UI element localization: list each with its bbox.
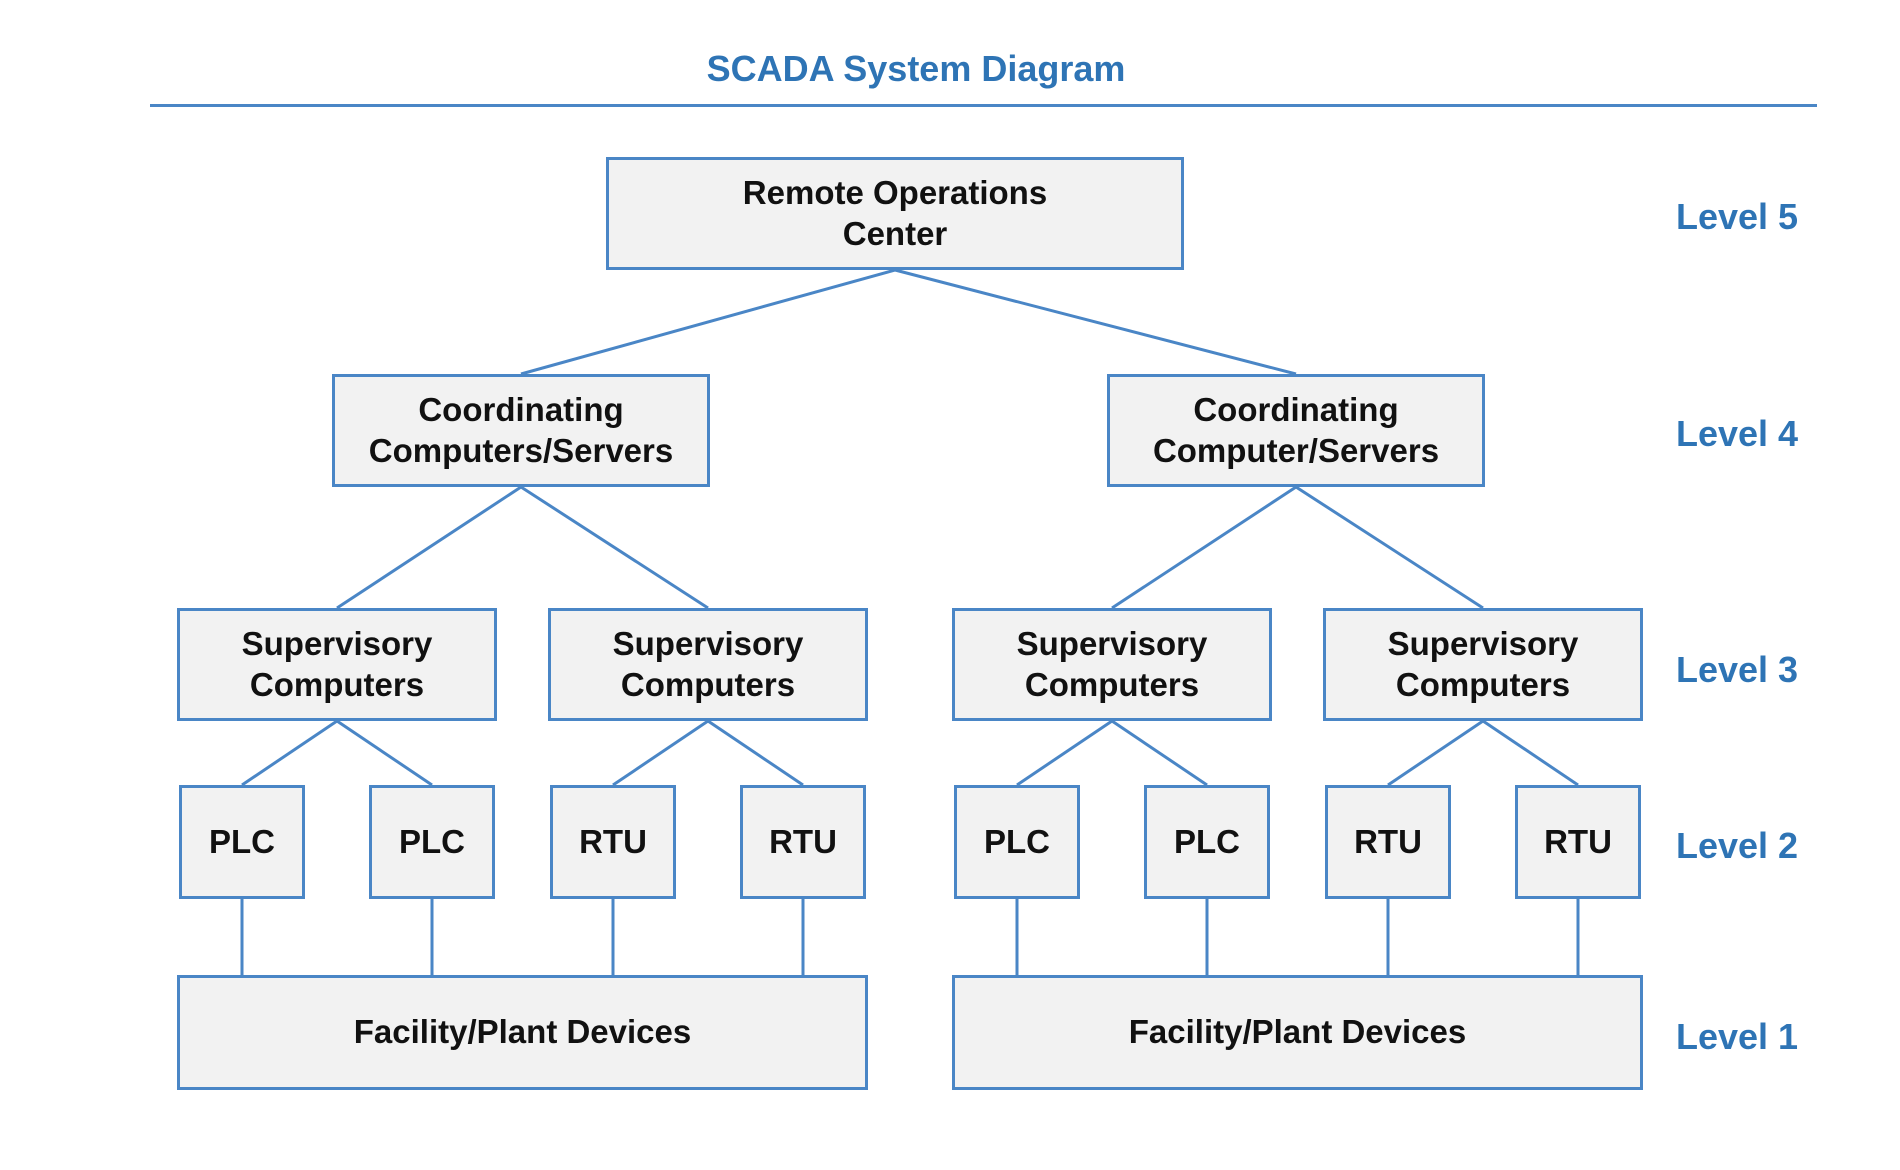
connector-line [1111, 719, 1208, 787]
node-label: Supervisory Computers [1387, 625, 1579, 703]
node-label: PLC [209, 822, 275, 860]
node-remote-operations-center: Remote Operations Center [606, 157, 1184, 270]
node-rtu-4: RTU [1515, 785, 1641, 899]
connector-line [336, 485, 522, 610]
level-1-label: Level 1 [1676, 1016, 1799, 1057]
level-4-label: Level 4 [1676, 413, 1799, 454]
node-plc-4: PLC [1144, 785, 1270, 899]
connector-line [336, 719, 433, 787]
connector-line [707, 719, 804, 787]
node-supervisory-computers-4: Supervisory Computers [1323, 608, 1643, 721]
node-label: Supervisory Computers [1016, 625, 1208, 703]
node-coordinating-computers-servers-left: Coordinating Computers/Servers [332, 374, 710, 487]
node-rtu-3: RTU [1325, 785, 1451, 899]
level-2-label: Level 2 [1676, 825, 1799, 866]
node-label: PLC [399, 822, 465, 860]
connector-line [1295, 485, 1484, 610]
node-supervisory-computers-3: Supervisory Computers [952, 608, 1272, 721]
node-label: PLC [1174, 822, 1240, 860]
connector-line [1111, 485, 1297, 610]
node-label: PLC [984, 822, 1050, 860]
connector-line [894, 268, 1297, 376]
node-label: Supervisory Computers [241, 625, 433, 703]
connector-line [241, 719, 338, 787]
node-label: RTU [1354, 822, 1422, 860]
node-label: Coordinating Computers/Servers [368, 391, 674, 469]
level-3-label: Level 3 [1676, 649, 1799, 690]
node-plc-2: PLC [369, 785, 495, 899]
node-facility-plant-devices-left: Facility/Plant Devices [177, 975, 868, 1090]
node-label: Remote Operations Center [742, 174, 1048, 252]
node-supervisory-computers-2: Supervisory Computers [548, 608, 868, 721]
node-supervisory-computers-1: Supervisory Computers [177, 608, 497, 721]
title-divider [150, 104, 1817, 107]
connector-line [520, 268, 896, 376]
connector-line [1016, 719, 1113, 787]
node-label: RTU [769, 822, 837, 860]
connector-line [1482, 719, 1579, 787]
node-rtu-1: RTU [550, 785, 676, 899]
node-label: Supervisory Computers [612, 625, 804, 703]
node-facility-plant-devices-right: Facility/Plant Devices [952, 975, 1643, 1090]
node-rtu-2: RTU [740, 785, 866, 899]
node-coordinating-computer-servers-right: Coordinating Computer/Servers [1107, 374, 1485, 487]
node-plc-3: PLC [954, 785, 1080, 899]
diagram-title: SCADA System Diagram [706, 48, 1126, 89]
node-label: Facility/Plant Devices [1128, 1013, 1467, 1051]
node-label: Coordinating Computer/Servers [1152, 391, 1440, 469]
connector-line [1387, 719, 1484, 787]
node-label: RTU [579, 822, 647, 860]
node-label: Facility/Plant Devices [353, 1013, 692, 1051]
node-plc-1: PLC [179, 785, 305, 899]
connector-line [612, 719, 709, 787]
level-5-label: Level 5 [1676, 196, 1799, 237]
node-label: RTU [1544, 822, 1612, 860]
connector-line [520, 485, 709, 610]
